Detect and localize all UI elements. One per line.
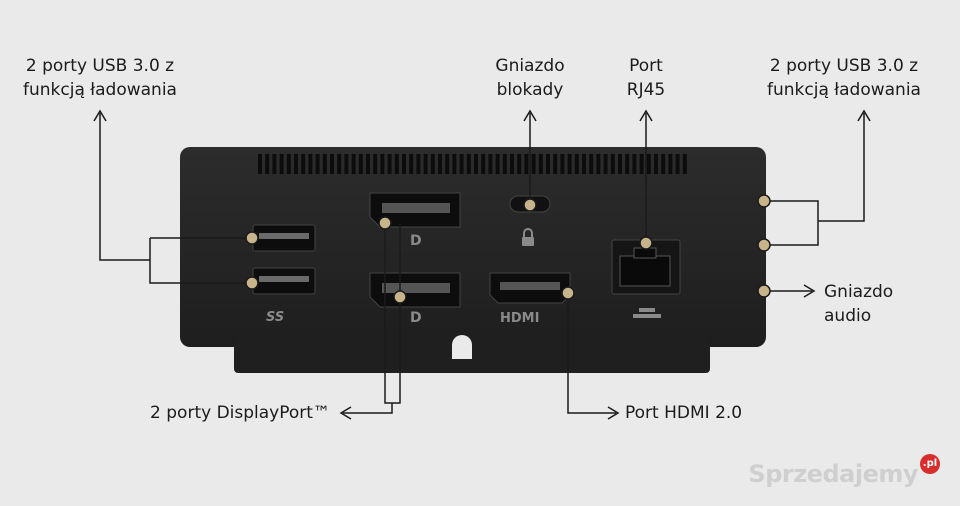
vent-slot bbox=[524, 154, 529, 174]
usb-port-top bbox=[252, 224, 316, 252]
vent-slot bbox=[366, 154, 370, 174]
callout-dot-usb-bottom bbox=[245, 276, 259, 290]
vent-slot bbox=[510, 154, 514, 174]
callout-dots bbox=[245, 194, 771, 304]
label-rj45: Port RJ45 bbox=[626, 56, 666, 100]
vent-slot bbox=[466, 154, 471, 174]
vent-slot bbox=[380, 154, 385, 174]
hdmi-marking: HDMI bbox=[500, 311, 539, 326]
docking-station-body bbox=[180, 147, 766, 373]
vent-slot bbox=[423, 154, 428, 174]
vent-slot bbox=[315, 154, 320, 174]
vent-grille bbox=[258, 154, 687, 174]
usb-port-bottom bbox=[252, 267, 316, 295]
displayport-top bbox=[369, 192, 461, 228]
vent-slot bbox=[668, 154, 673, 174]
vent-slot bbox=[574, 154, 579, 174]
vent-slot bbox=[538, 154, 543, 174]
vent-slot bbox=[654, 154, 658, 174]
vent-slot bbox=[294, 154, 298, 174]
vent-slot bbox=[639, 154, 644, 174]
network-icon bbox=[633, 308, 661, 318]
vent-slot bbox=[632, 154, 637, 174]
vent-slot bbox=[279, 154, 284, 174]
label-displayport: 2 porty DisplayPort™ bbox=[150, 403, 330, 423]
vent-slot bbox=[488, 154, 493, 174]
vent-slot bbox=[682, 154, 687, 174]
vent-slot bbox=[402, 154, 406, 174]
vent-slot bbox=[301, 154, 306, 174]
displayport-marking-bottom: D bbox=[410, 310, 422, 326]
vent-slot bbox=[646, 154, 651, 174]
vent-slot bbox=[474, 154, 478, 174]
callout-dot-usb-right-top bbox=[757, 194, 771, 208]
vent-slot bbox=[373, 154, 378, 174]
vent-slot bbox=[416, 154, 421, 174]
hdmi-port bbox=[489, 272, 571, 304]
vent-slot bbox=[308, 154, 313, 174]
vent-slot bbox=[596, 154, 601, 174]
vent-slot bbox=[582, 154, 586, 174]
vent-slot bbox=[344, 154, 349, 174]
callout-dot-audio bbox=[757, 284, 771, 298]
vent-slot bbox=[502, 154, 507, 174]
vent-slot bbox=[517, 154, 522, 174]
vent-slot bbox=[258, 154, 262, 174]
lock-icon bbox=[522, 228, 534, 246]
vent-slot bbox=[603, 154, 608, 174]
vent-slot bbox=[661, 154, 666, 174]
vent-slot bbox=[560, 154, 565, 174]
callout-dot-dp-bottom bbox=[393, 290, 407, 304]
callout-dot-usb-right-bottom bbox=[757, 238, 771, 252]
displayport-marking-top: D bbox=[410, 233, 422, 249]
vent-slot bbox=[445, 154, 450, 174]
displayport-bottom bbox=[369, 272, 461, 308]
vent-slot bbox=[553, 154, 558, 174]
vent-slot bbox=[322, 154, 327, 174]
vent-slot bbox=[610, 154, 615, 174]
vent-slot bbox=[438, 154, 442, 174]
vent-slot bbox=[272, 154, 277, 174]
callout-dot-usb-top bbox=[245, 231, 259, 245]
vent-slot bbox=[351, 154, 356, 174]
label-usb-left: 2 porty USB 3.0 z funkcją ładowania bbox=[23, 56, 177, 100]
rj45-port bbox=[611, 239, 681, 295]
label-lock-slot: Gniazdo blokady bbox=[495, 56, 565, 100]
vent-slot bbox=[430, 154, 435, 174]
vent-slot bbox=[459, 154, 464, 174]
vent-slot bbox=[265, 154, 270, 174]
label-usb-right: 2 porty USB 3.0 z funkcją ładowania bbox=[767, 56, 921, 100]
callout-dot-rj45 bbox=[639, 236, 653, 250]
vent-slot bbox=[625, 154, 630, 174]
callout-dot-hdmi bbox=[561, 286, 575, 300]
vent-slot bbox=[618, 154, 622, 174]
vent-slot bbox=[394, 154, 399, 174]
vent-slot bbox=[546, 154, 550, 174]
callout-dot-dp-top bbox=[378, 216, 392, 230]
usb-marking: SS bbox=[266, 310, 284, 325]
vent-slot bbox=[387, 154, 392, 174]
label-audio: Gniazdo audio bbox=[824, 282, 894, 326]
vent-slot bbox=[567, 154, 572, 174]
vent-slot bbox=[589, 154, 594, 174]
callout-lines bbox=[93, 109, 871, 420]
vent-slot bbox=[409, 154, 414, 174]
vent-slot bbox=[286, 154, 291, 174]
label-hdmi: Port HDMI 2.0 bbox=[625, 403, 743, 423]
vent-slot bbox=[531, 154, 536, 174]
vent-slot bbox=[675, 154, 680, 174]
vent-slot bbox=[337, 154, 342, 174]
vent-slot bbox=[481, 154, 486, 174]
vent-slot bbox=[330, 154, 334, 174]
vent-slot bbox=[495, 154, 500, 174]
vent-slot bbox=[358, 154, 363, 174]
callout-dot-lock bbox=[523, 198, 537, 212]
watermark-logo: Sprzedajemy.pl bbox=[748, 454, 940, 488]
vent-slot bbox=[452, 154, 457, 174]
